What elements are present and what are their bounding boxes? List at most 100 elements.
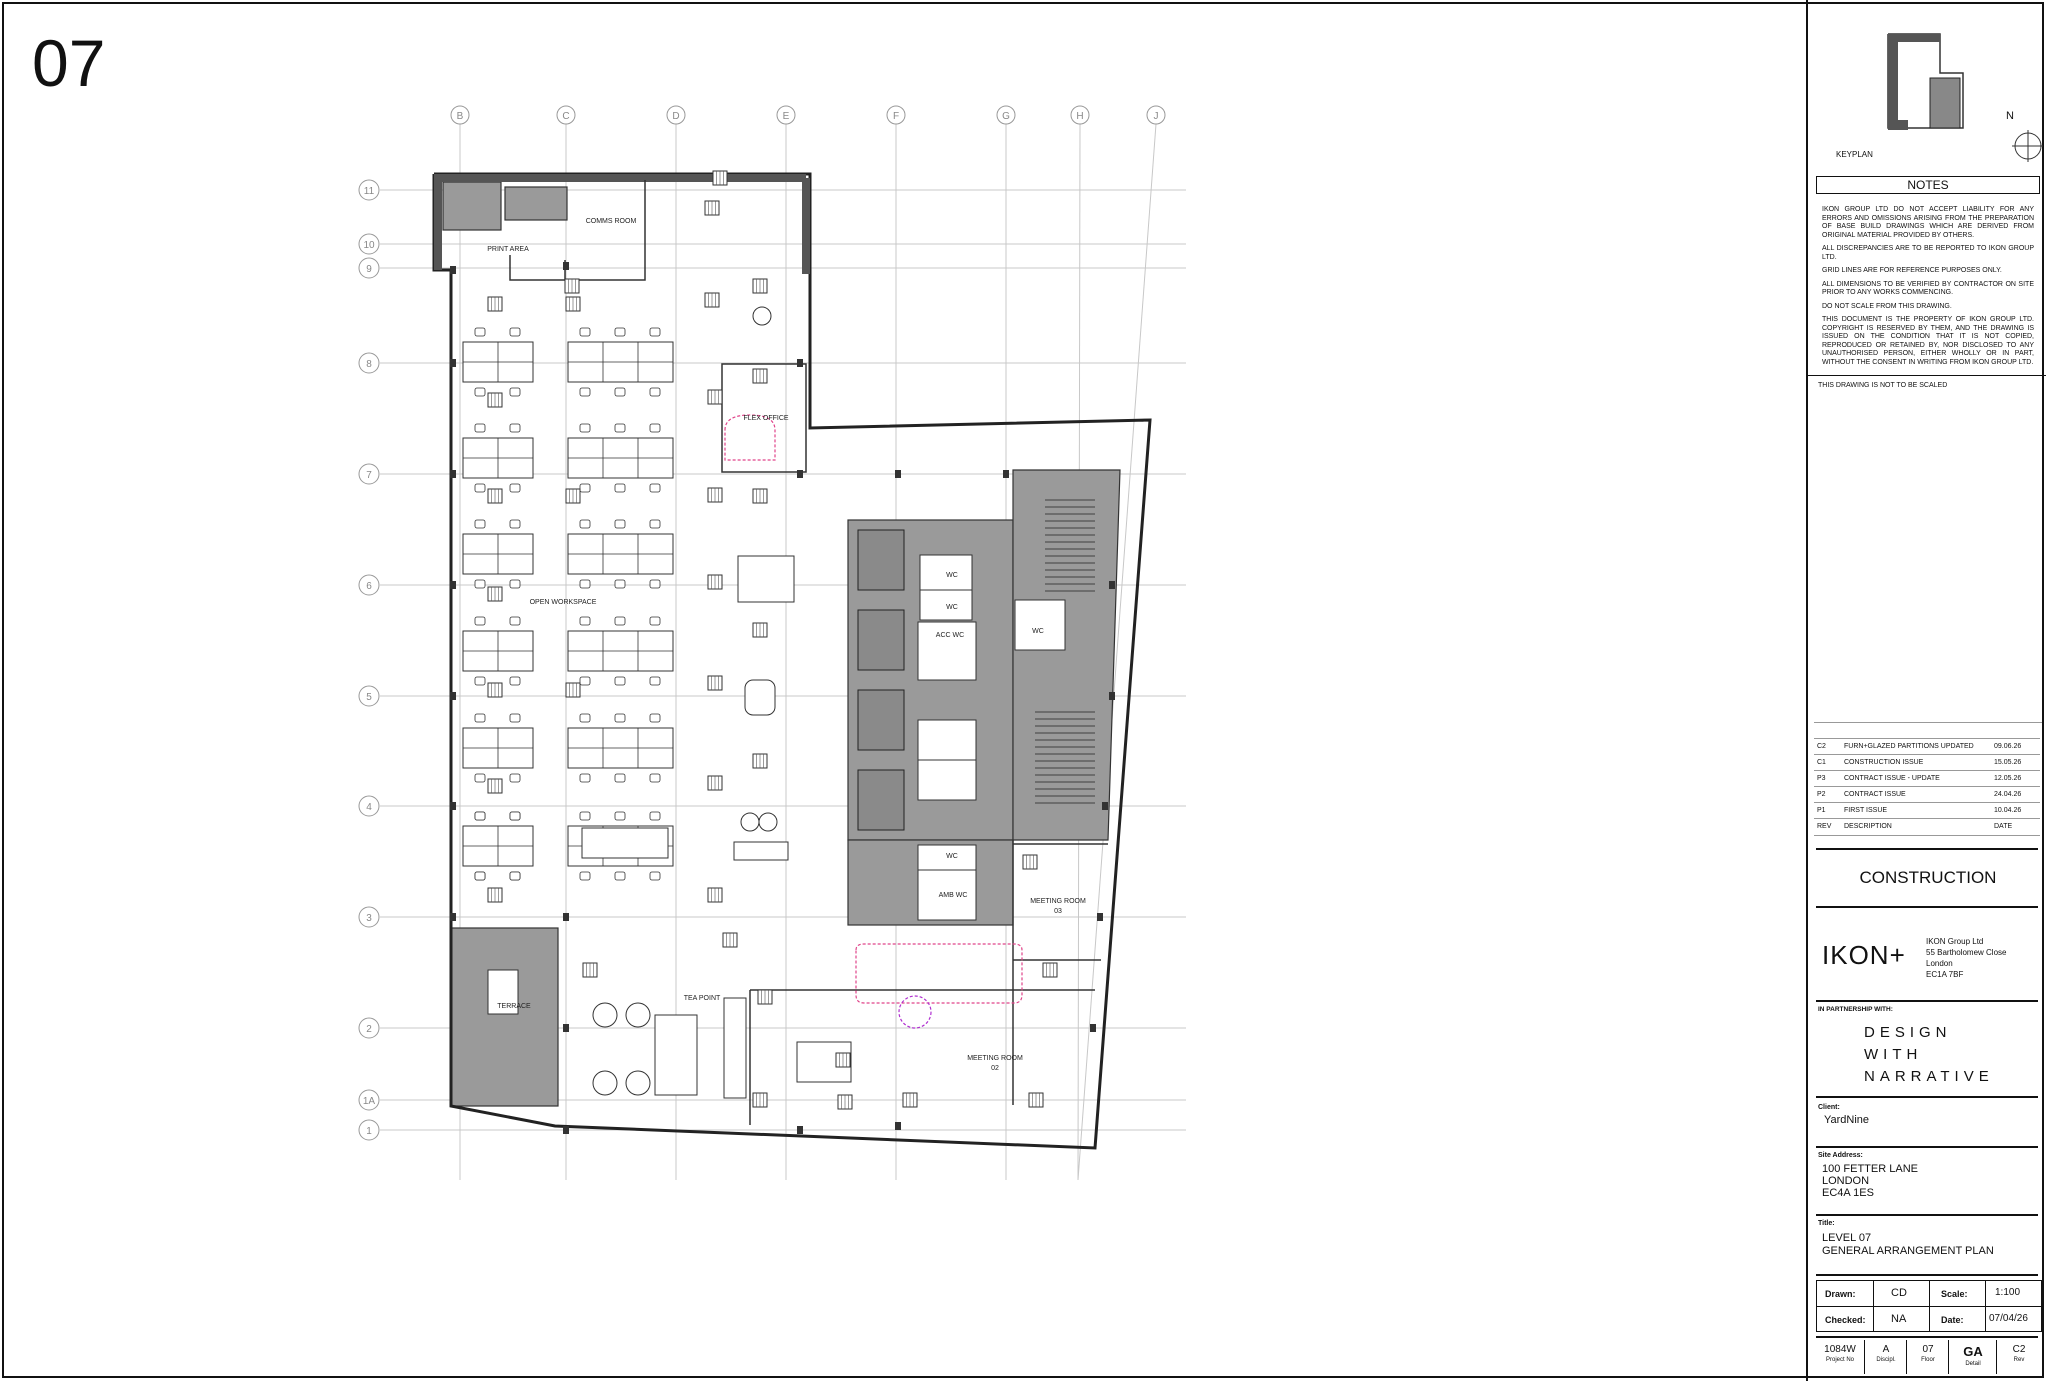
note-item: GRID LINES ARE FOR REFERENCE PURPOSES ON… [1822,267,2002,274]
desk-chair [614,676,626,686]
desk-chair [649,483,661,493]
level-number: 07 [32,26,106,100]
floor-box [707,675,723,691]
grid-label: G [1002,111,1010,122]
desk-cluster [567,616,674,686]
tea-point-counter [654,1014,698,1096]
structural-column [1097,913,1103,921]
note-item: DO NOT SCALE FROM THIS DRAWING. [1822,302,1952,310]
revision-rev: P3 [1817,775,1826,782]
lift-car [857,689,905,751]
floor-box [752,278,768,294]
desk-chair [509,387,521,397]
drawing-title: LEVEL 07 GENERAL ARRANGEMENT PLAN [1822,1232,1994,1257]
floor-box [757,989,773,1005]
desk-chair [614,387,626,397]
desk-clusters [462,327,674,881]
sofa [733,841,789,861]
desk-chair [474,579,486,589]
lift-cars [857,529,905,831]
drawing-number-value: C2 [2012,1344,2026,1355]
floor-box [704,200,720,216]
room-label-amb-wc: AMB WC [939,892,968,899]
structural-column [797,359,803,367]
structural-column [1109,692,1115,700]
keyplan-label: KEYPLAN [1836,150,1873,159]
desk-chair [614,519,626,529]
floor-box [487,586,503,602]
desk-chair [509,871,521,881]
grid-bubble-G: G [996,105,1016,125]
round-table [625,1070,651,1096]
floor-box [487,296,503,312]
desk-cluster [462,616,534,686]
grid-bubble-1: 1 [358,1119,380,1141]
room-label-terrace: TERRACE [497,1003,531,1010]
structural-column [1003,470,1009,478]
structural-column [797,1126,803,1134]
desk-chair [474,773,486,783]
revision-rev: C2 [1817,743,1826,750]
desk-chair [509,327,521,337]
drawing-number-value: 07 [1922,1344,1934,1355]
date-label: Date: [1941,1315,1964,1325]
desk-cluster [567,713,674,783]
desk-chair [649,616,661,626]
revision-date: 09.06.26 [1994,743,2022,750]
notes-heading: NOTES [1816,176,2040,194]
flex-office-wall [721,363,807,473]
desk-chair [474,676,486,686]
desk-chair [579,423,591,433]
revision-header: REV DESCRIPTION DATE [1814,818,2040,836]
structural-column [1109,581,1115,589]
desk-chair [649,519,661,529]
wc-cubicle [919,589,973,621]
comms-store [504,186,568,221]
grid-bubble-3: 3 [358,906,380,928]
breakout-table [737,555,795,603]
desk-chair [509,773,521,783]
wc-cubicle [919,554,973,591]
desk-chair [509,616,521,626]
title-label: Title: [1818,1220,1835,1227]
terrace-area [450,927,559,1107]
partnership-label: IN PARTNERSHIP WITH: [1818,1006,1893,1013]
desk-chair [579,773,591,783]
grid-bubble-10: 10 [358,233,380,255]
room-label-meeting-room-02-a: MEETING ROOM [967,1055,1023,1062]
structural-column [797,470,803,478]
structural-column [895,470,901,478]
room-label-meeting-room-03-b: 03 [1054,908,1062,915]
grid-label: 10 [363,240,375,251]
drawing-number-value: GA [1963,1344,1983,1359]
grid-label: 9 [366,264,372,275]
drawn-checked-grid: Drawn: CD Scale: 1:100 Checked: NA Date:… [1816,1280,2042,1332]
floor-box [1028,1092,1044,1108]
floor-box [902,1092,918,1108]
structural-column [563,913,569,921]
room-label-acc-wc: ACC WC [936,632,964,639]
floor-box [835,1052,851,1068]
desk-chair [474,483,486,493]
stair-flights [1035,499,1095,804]
structural-columns [450,262,1115,1134]
floor-box [565,488,581,504]
grid-bubble-B: B [450,105,470,125]
floor-box [1042,962,1058,978]
desk-chair [649,579,661,589]
desk-chair [614,811,626,821]
drawing-number-value: A [1882,1344,1890,1355]
grid-label: H [1076,111,1083,122]
drawing-number-label: Discipl. [1876,1357,1896,1363]
revision-date: 12.05.26 [1994,775,2022,782]
revision-description: FIRST ISSUE [1844,807,1888,814]
desk-chair [614,579,626,589]
desk-chair [649,871,661,881]
company-address: IKON Group Ltd 55 Bartholomew Close Lond… [1926,937,2007,979]
company-logo: IKON+ [1822,940,1906,970]
note-item: ALL DIMENSIONS TO BE VERIFIED BY CONTRAC… [1822,280,2034,297]
desk-cluster [462,519,534,589]
drawing-number-cell: A Discipl. [1864,1340,1907,1374]
